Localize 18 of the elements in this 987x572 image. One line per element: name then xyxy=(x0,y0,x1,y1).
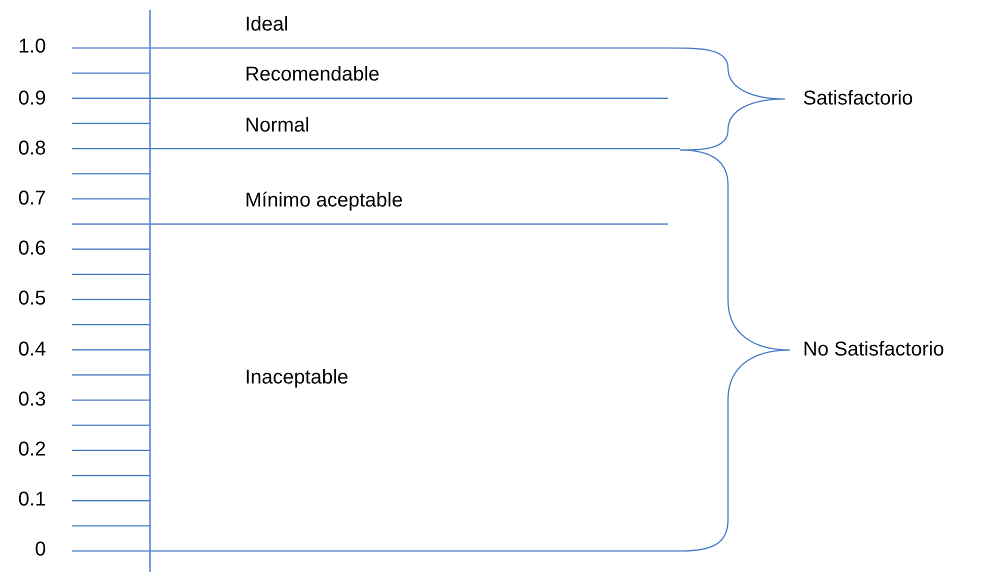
scale-value: 0.6 xyxy=(18,238,46,260)
zone-label: Ideal xyxy=(245,14,288,36)
scale-value: 0.1 xyxy=(18,488,46,512)
zone-label: Normal xyxy=(245,114,310,138)
zone-label: Recomendable xyxy=(245,64,380,86)
scale-value: 0.7 xyxy=(18,188,46,210)
bracket-label: No Satisfactorio xyxy=(803,338,944,362)
scale-value: 0.3 xyxy=(18,388,46,412)
scale-value: 1.0 xyxy=(18,36,46,58)
scale-value: 0.5 xyxy=(18,288,46,310)
zone-label: Inaceptable xyxy=(245,366,348,390)
scale-value: 0.4 xyxy=(18,338,46,362)
scale-value: 0 xyxy=(34,538,46,562)
scale-value: 0.9 xyxy=(18,88,46,110)
scale-value: 0.2 xyxy=(18,438,46,462)
zone-label: Mínimo aceptable xyxy=(245,190,403,212)
scale-value: 0.8 xyxy=(18,138,46,160)
bracket-label: Satisfactorio xyxy=(803,88,914,110)
